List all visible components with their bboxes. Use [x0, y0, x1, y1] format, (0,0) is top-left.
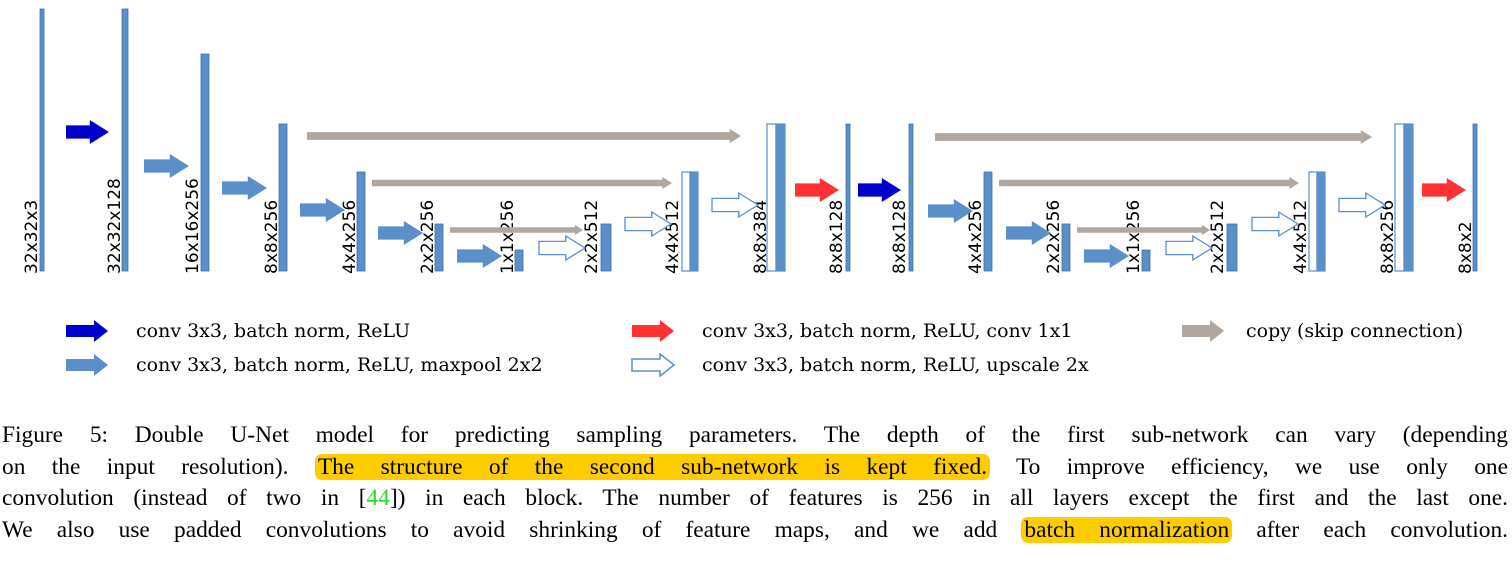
layer-size-label: 1x1x256: [1124, 200, 1144, 274]
conv-upscale-arrow: [538, 234, 587, 262]
legend-conv-relu: conv 3x3, batch norm, ReLU: [64, 319, 410, 343]
caption-line-4: We also use padded convolutions to avoid…: [2, 515, 1508, 547]
red-arrow-icon: [632, 320, 674, 342]
legend-conv-maxpool: conv 3x3, batch norm, ReLU, maxpool 2x2: [64, 353, 543, 377]
legend-conv-maxpool-label: conv 3x3, batch norm, ReLU, maxpool 2x2: [136, 354, 543, 376]
feature-map: [1472, 123, 1478, 272]
conv-1x1-arrow: [1422, 178, 1466, 202]
layer-size-label: 8x8x256: [1378, 200, 1398, 274]
skip-connection-arrow: [999, 177, 1299, 189]
feature-map: [121, 8, 129, 272]
feature-map: [434, 223, 444, 272]
feature-map: [845, 123, 851, 272]
legend-conv-upscale-label: conv 3x3, batch norm, ReLU, upscale 2x: [702, 354, 1089, 376]
double-unet-diagram: 32x32x3 32x32x128 16x16x256 8x8x256 4x4x256 2…: [22, 8, 1478, 274]
feature-map: [1316, 171, 1326, 272]
caption-line-2: on the input resolution). The structure …: [2, 452, 1508, 484]
skip-connection-arrow: [372, 177, 672, 189]
legend-conv-relu-label: conv 3x3, batch norm, ReLU: [136, 320, 411, 342]
feature-map: [689, 171, 699, 272]
conv-maxpool-arrow: [1084, 244, 1129, 268]
layer-size-label: 1x1x256: [498, 200, 518, 274]
figure-caption: Figure 5: Double U-Net model for predict…: [2, 420, 1508, 546]
conv-upscale-arrow: [1338, 191, 1387, 219]
feature-map: [600, 223, 612, 272]
layer-size-label: 16x16x256: [183, 178, 203, 274]
conv-relu-arrow: [66, 120, 109, 144]
skip-connection-arrow: [1077, 225, 1210, 235]
conv-maxpool-arrow: [457, 244, 502, 268]
caption-text: ]) in each block. The number of features…: [389, 485, 1508, 512]
skip-connection-arrow: [450, 225, 583, 235]
conv-maxpool-arrow: [144, 154, 189, 178]
feature-map: [200, 53, 210, 272]
legend-conv-upscale: conv 3x3, batch norm, ReLU, upscale 2x: [630, 353, 1089, 377]
feature-map: [278, 123, 288, 272]
gray-arrow-icon: [1182, 320, 1224, 342]
conv-maxpool-arrow: [1006, 221, 1051, 245]
conv-upscale-arrow: [1251, 210, 1300, 238]
caption-highlight: The structure of the second sub-network …: [314, 453, 991, 480]
caption-text: We also use padded convolutions to avoid…: [2, 516, 998, 543]
layer-size-label: 8x8x384: [751, 200, 771, 274]
feature-map: [39, 8, 45, 272]
feature-map: [1226, 223, 1238, 272]
layer-size-label: 8x8x128: [827, 200, 847, 274]
layer-size-label: 32x32x128: [105, 178, 125, 274]
feature-map: [514, 249, 524, 272]
legend-skip-label: copy (skip connection): [1246, 320, 1464, 342]
layer-size-label: 2x2x256: [1044, 200, 1064, 274]
conv-maxpool-arrow: [378, 221, 423, 245]
layer-size-label: 4x4x512: [663, 200, 683, 274]
feature-map: [1061, 223, 1071, 272]
blue-arrow-icon: [66, 354, 108, 376]
layer-size-label: 8x8x256: [262, 200, 282, 274]
dark-blue-arrow-icon: [66, 320, 108, 342]
feature-map: [908, 123, 914, 272]
feature-map: [1141, 249, 1151, 272]
caption-highlight: batch normalization: [1021, 516, 1233, 543]
caption-text: To improve efficiency, we use only one: [1016, 453, 1508, 480]
feature-map-copied: [681, 171, 691, 272]
feature-map: [1403, 123, 1414, 272]
legend-conv-1x1: conv 3x3, batch norm, ReLU, conv 1x1: [630, 319, 1072, 343]
layer-size-label: 4x4x256: [340, 200, 360, 274]
layer-size-label: 2x2x512: [582, 200, 602, 274]
legend-conv-1x1-label: conv 3x3, batch norm, ReLU, conv 1x1: [702, 320, 1073, 342]
layer-size-label: 4x4x512: [1291, 200, 1311, 274]
feature-map: [775, 123, 786, 272]
caption-text: on the input resolution).: [2, 453, 289, 480]
conv-maxpool-arrow: [928, 199, 973, 223]
conv-upscale-arrow: [711, 191, 760, 219]
citation-link[interactable]: 44: [366, 485, 390, 512]
layer-size-label: 4x4x256: [966, 200, 986, 274]
conv-maxpool-arrow: [222, 176, 267, 200]
caption-text: convolution (instead of two in [: [2, 485, 367, 512]
legend: conv 3x3, batch norm, ReLU conv 3x3, bat…: [0, 312, 1512, 382]
layer-size-label: 32x32x3: [22, 200, 42, 274]
feature-map: [356, 171, 366, 272]
feature-map: [983, 171, 993, 272]
conv-maxpool-arrow: [300, 198, 345, 222]
caption-text: after each convolution.: [1256, 516, 1508, 543]
caption-line-1: Figure 5: Double U-Net model for predict…: [2, 422, 1508, 448]
conv-upscale-arrow: [624, 210, 673, 238]
conv-1x1-arrow: [795, 178, 839, 202]
conv-relu-arrow: [858, 178, 901, 202]
layer-size-label: 8x8x128: [890, 200, 910, 274]
hollow-arrow-icon: [631, 353, 676, 377]
layer-size-label: 8x8x2: [1456, 221, 1476, 274]
skip-connection-arrow: [935, 130, 1372, 144]
skip-connection-arrow: [307, 129, 741, 143]
layer-size-label: 2x2x256: [418, 200, 438, 274]
conv-upscale-arrow: [1165, 234, 1214, 262]
caption-line-3: convolution (instead of two in [44]) in …: [2, 483, 1508, 515]
legend-skip: copy (skip connection): [1180, 319, 1463, 343]
layer-size-label: 2x2x512: [1208, 200, 1228, 274]
